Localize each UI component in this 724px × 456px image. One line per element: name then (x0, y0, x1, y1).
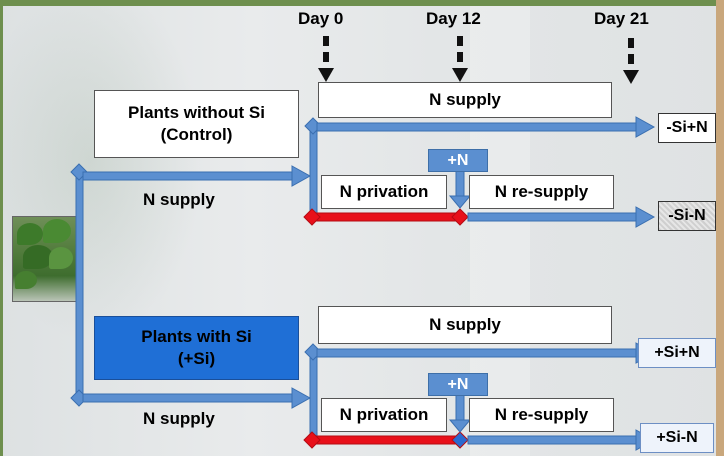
control-nsupply-box: N supply (318, 82, 612, 118)
leaf-shape (17, 223, 43, 245)
control-branch-arrow (82, 165, 312, 187)
leaf-shape (43, 219, 71, 243)
silicon-group-line1: Plants with Si (141, 327, 252, 346)
control-privation-box: N privation (321, 175, 447, 209)
control-readd-label: +N (428, 149, 488, 172)
silicon-readd-arrow (448, 393, 472, 433)
silicon-branch-arrow (82, 387, 312, 409)
control-resupply-box: N re-supply (469, 175, 614, 209)
silicon-outcome-full: +Si+N (638, 338, 716, 368)
control-group-line1: Plants without Si (128, 103, 265, 122)
day12-label: Day 12 (426, 9, 481, 28)
top-border-stripe (0, 0, 724, 6)
silicon-privation-box: N privation (321, 398, 447, 432)
control-outcome-full: -Si+N (658, 113, 716, 143)
trunk-line (70, 163, 88, 407)
control-outcome-deficit: -Si-N (658, 201, 716, 231)
silicon-resupply-box: N re-supply (469, 398, 614, 432)
leaf-shape (15, 271, 37, 289)
silicon-deficit-bar (303, 431, 469, 449)
control-group-line2: (Control) (160, 125, 233, 144)
control-readd-arrow (448, 169, 472, 209)
control-branch-label: N supply (143, 190, 215, 209)
day12-marker (452, 36, 468, 82)
left-border-stripe (0, 0, 3, 456)
leaf-shape (49, 247, 73, 269)
control-group-box: Plants without Si (Control) (94, 90, 299, 158)
control-splitter (304, 117, 322, 215)
silicon-nsupply-box: N supply (318, 306, 612, 344)
day0-marker (318, 36, 334, 82)
silicon-splitter (304, 343, 322, 441)
silicon-fullN-arrow (316, 342, 656, 364)
silicon-readd-label: +N (428, 373, 488, 396)
right-border-stripe (716, 0, 724, 456)
control-fullN-arrow (316, 116, 656, 138)
silicon-resupply-arrow (467, 429, 656, 451)
silicon-group-box: Plants with Si (+Si) (94, 316, 299, 380)
silicon-group-line2: (+Si) (177, 349, 216, 368)
day21-marker (623, 38, 639, 84)
leaf-shape (23, 245, 53, 269)
silicon-branch-label: N supply (143, 409, 215, 428)
silicon-outcome-deficit: +Si-N (640, 423, 714, 453)
day0-label: Day 0 (298, 9, 344, 28)
day21-label: Day 21 (594, 9, 649, 28)
control-deficit-bar (303, 208, 469, 226)
plant-photo (12, 216, 78, 302)
control-resupply-arrow (467, 206, 656, 228)
